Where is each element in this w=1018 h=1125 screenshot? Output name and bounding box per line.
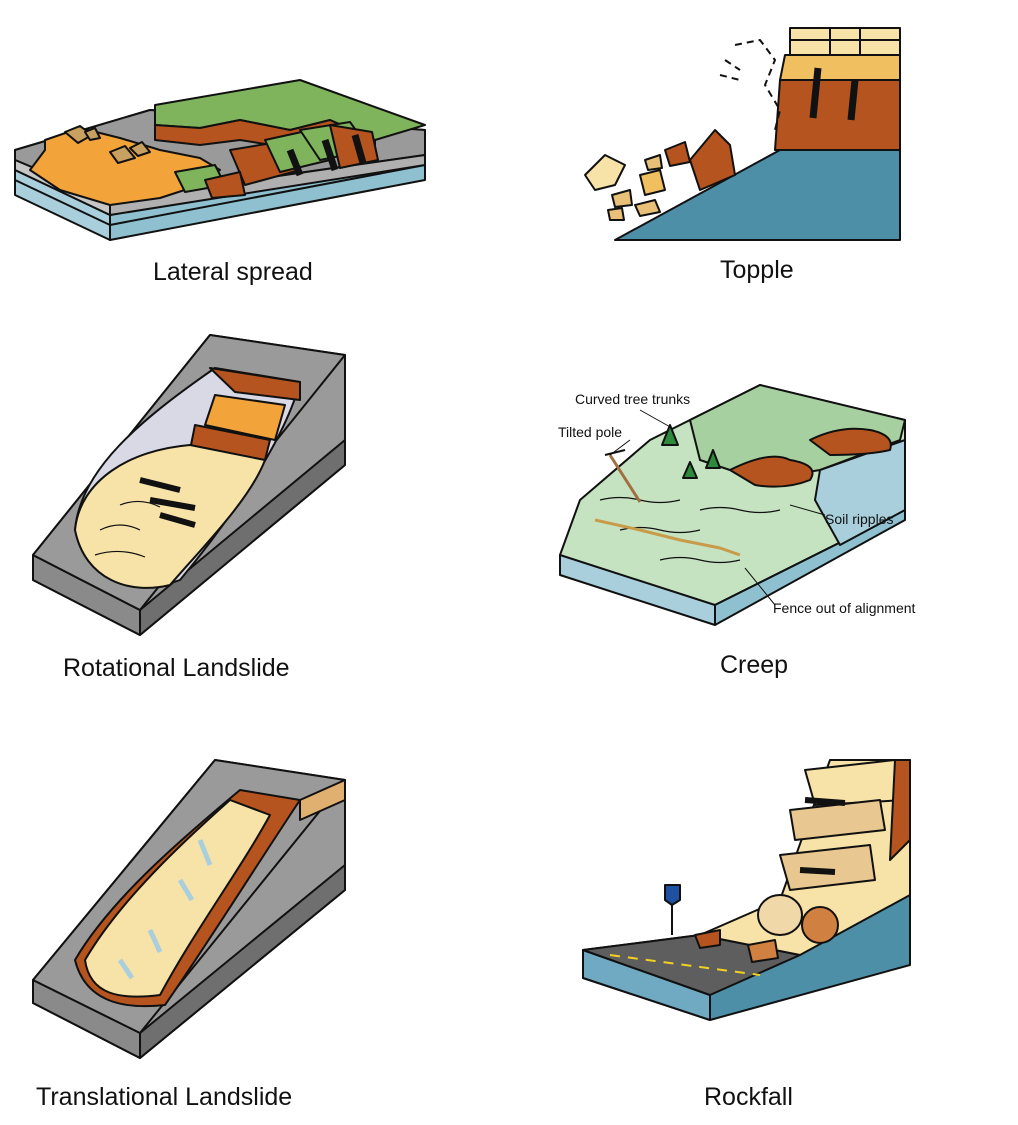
caption-lateral-spread: Lateral spread <box>153 258 313 286</box>
rockfall-illustration <box>582 759 911 1021</box>
translational-landslide-illustration <box>32 759 346 1059</box>
caption-creep: Creep <box>720 651 789 679</box>
creep-illustration <box>559 384 906 626</box>
rotational-landslide-illustration <box>32 334 346 636</box>
lateral-spread-illustration <box>14 79 426 241</box>
caption-topple: Topple <box>720 256 794 284</box>
annotation-curved-tree-trunks: Curved tree trunks <box>575 391 691 407</box>
caption-rockfall: Rockfall <box>704 1083 793 1111</box>
topple-illustration <box>584 27 901 241</box>
annotation-tilted-pole: Tilted pole <box>558 424 623 440</box>
caption-translational-landslide: Translational Landslide <box>36 1083 293 1111</box>
annotation-soil-ripples: Soil ripples <box>825 511 894 527</box>
annotation-fence-out-of-alignment: Fence out of alignment <box>773 600 916 616</box>
caption-rotational-landslide: Rotational Landslide <box>63 654 290 682</box>
